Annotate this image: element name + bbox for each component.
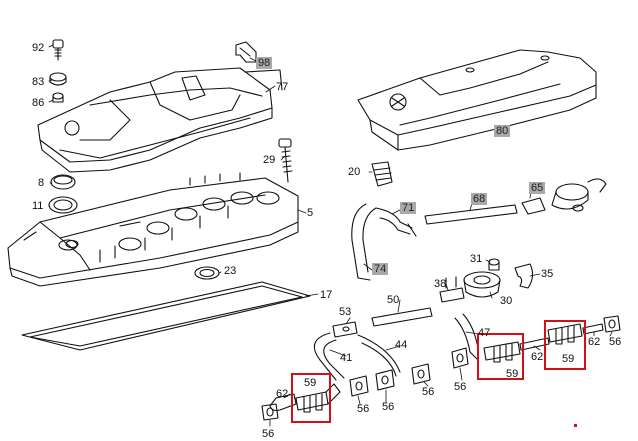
callout-80: 80: [494, 125, 511, 137]
callout-50: 50: [387, 294, 400, 306]
callout-71: 71: [400, 202, 417, 214]
sleeve-56-left: [261, 403, 279, 421]
callout-17: 17: [320, 289, 333, 301]
callout-56-mid-d: 56: [454, 381, 467, 393]
callout-74: 74: [372, 263, 389, 275]
callout-56-right: 56: [609, 336, 622, 348]
tee-59-right: [547, 323, 583, 345]
sleeve-56-mid-d: [451, 347, 469, 369]
hose-44: [357, 334, 401, 377]
sleeve-56-mid-b: [375, 369, 395, 391]
seal-ring-23: [194, 266, 220, 280]
callout-83: 83: [32, 76, 45, 88]
callout-29: 29: [263, 154, 276, 166]
tube-62-right: [582, 323, 604, 335]
callout-86: 86: [32, 97, 45, 109]
connector-53: [332, 321, 358, 338]
breather-65: [521, 178, 607, 215]
callout-53: 53: [339, 306, 352, 318]
tee-59-middle: [483, 341, 521, 363]
callout-30: 30: [500, 295, 513, 307]
tee-38: [439, 276, 465, 303]
callout-68: 68: [471, 193, 488, 205]
clip-98: [235, 41, 257, 63]
marker-dot: [574, 424, 577, 427]
tube-50: [371, 307, 433, 327]
callout-38: 38: [434, 278, 447, 290]
callout-31: 31: [470, 253, 483, 265]
grommet-83: [49, 72, 67, 86]
engine-cover-80: [357, 49, 597, 151]
highlight-box-middle: [477, 333, 524, 380]
callout-41: 41: [340, 352, 353, 364]
callout-8: 8: [38, 177, 45, 189]
hose-71: [375, 207, 417, 237]
callout-56-mid-b: 56: [382, 401, 395, 413]
callout-56-left: 56: [262, 428, 275, 440]
callout-98: 98: [256, 57, 273, 69]
cover-plate-77: [37, 67, 283, 173]
tube-68: [424, 204, 518, 225]
hose-41: [313, 332, 345, 381]
callout-23: 23: [224, 265, 237, 277]
callout-77: 77: [276, 81, 289, 93]
hose-74: [351, 203, 377, 281]
callout-44: 44: [395, 339, 408, 351]
callout-62-left: 62: [276, 388, 289, 400]
plug-8: [50, 174, 76, 190]
tube-62-middle: [519, 337, 550, 351]
sleeve-56-right: [603, 315, 621, 333]
callout-11: 11: [32, 200, 44, 212]
callout-56-mid-c: 56: [422, 386, 435, 398]
bolt-92: [52, 39, 64, 61]
callout-92: 92: [32, 42, 45, 54]
callout-20: 20: [348, 166, 361, 178]
connector-31: [488, 258, 500, 271]
callout-59-right: 59: [562, 353, 575, 365]
callout-62-right: 62: [588, 336, 601, 348]
highlight-box-right: [544, 320, 586, 370]
valve-cover-5: [7, 172, 299, 287]
callout-35: 35: [541, 268, 554, 280]
screw-86: [52, 92, 64, 103]
bracket-30: [463, 271, 501, 298]
callout-5: 5: [307, 207, 314, 219]
callout-59-left: 59: [304, 377, 317, 389]
callout-65: 65: [529, 182, 546, 194]
sleeve-56-mid-a: [349, 375, 369, 397]
callout-47: 47: [478, 327, 491, 339]
elbow-35: [514, 263, 534, 289]
elbow-62-left: [269, 393, 297, 412]
callout-62-middle: 62: [531, 351, 544, 363]
highlight-box-left: [291, 373, 331, 423]
leader-lines: [48, 44, 613, 427]
callout-59-middle: 59: [506, 368, 519, 380]
sleeve-56-mid-c: [411, 363, 431, 385]
seal-11: [48, 196, 78, 214]
bolt-29: [278, 138, 293, 183]
callout-56-mid-a: 56: [357, 403, 370, 415]
gasket-17: [21, 281, 311, 351]
valve-20: [371, 161, 393, 187]
